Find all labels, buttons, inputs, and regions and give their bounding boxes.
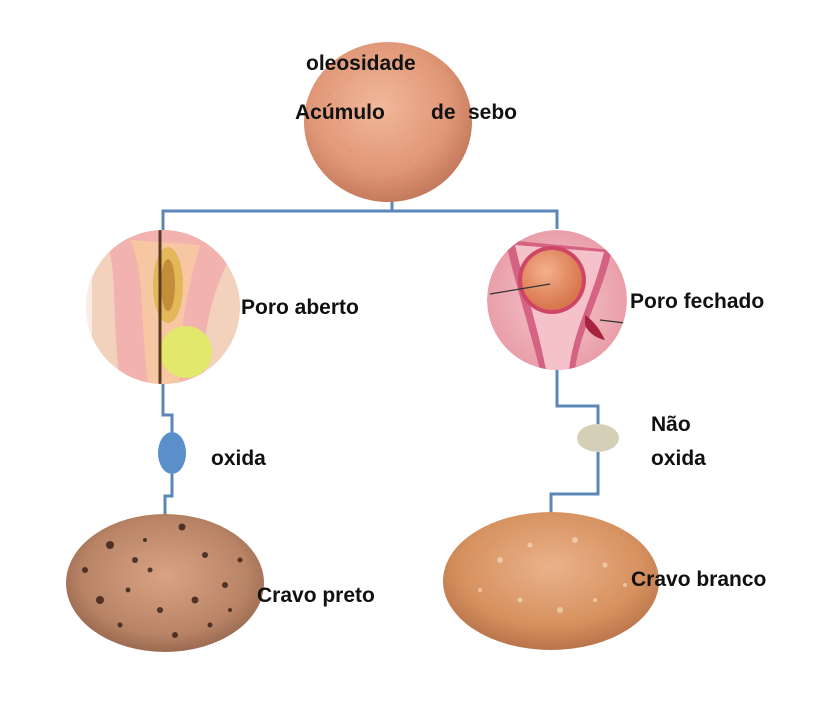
whitehead-skin-image <box>443 512 659 650</box>
whitehead-label: Cravo branco <box>631 568 767 591</box>
open-pore-label: Poro aberto <box>241 296 359 319</box>
not-oxidize-label-line1: Não <box>651 413 691 436</box>
connector-naooxida-to-white <box>549 452 600 512</box>
open-pore-image <box>86 230 240 384</box>
sebum-accumulation-image <box>304 42 472 202</box>
blackhead-label: Cravo preto <box>257 584 375 607</box>
de-label: de <box>431 101 456 124</box>
not-oxidize-node <box>577 424 619 452</box>
not-oxidize-label-line2: oxida <box>651 447 706 470</box>
oxidize-label: oxida <box>211 447 266 470</box>
oxidize-node <box>158 432 186 474</box>
closed-pore-image <box>487 230 627 370</box>
connector-lines <box>161 196 600 514</box>
blackhead-skin-image <box>66 514 264 652</box>
connector-top-split <box>161 196 394 230</box>
closed-pore-label: Poro fechado <box>630 290 765 313</box>
connector-oxida-to-black <box>163 474 174 514</box>
connector-open-to-oxida <box>161 384 174 432</box>
connector-top-right <box>392 209 559 229</box>
oleosidade-label: oleosidade <box>306 52 416 75</box>
acumulo-label: Acúmulo <box>295 101 385 124</box>
sebo-label: sebo <box>468 101 518 124</box>
connector-closed-to-naooxida <box>555 370 600 425</box>
